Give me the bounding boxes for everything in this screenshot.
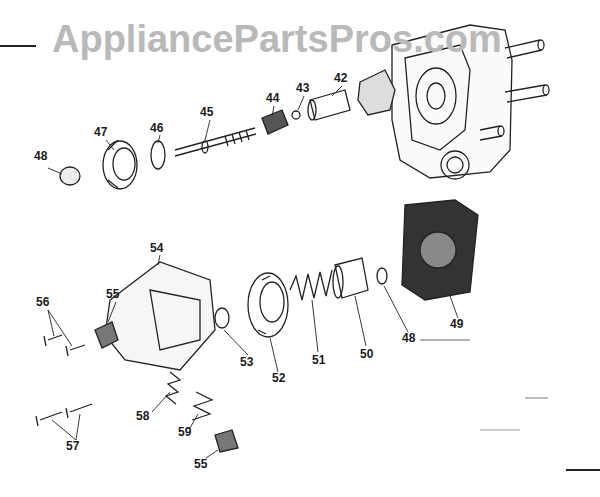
callout-number: 51 [312, 354, 325, 366]
callout-number: 48 [34, 150, 47, 162]
callout-number: 56 [36, 296, 49, 308]
callout-number: 55 [194, 458, 207, 470]
callout-number: 55 [106, 288, 119, 300]
callout-number: 47 [94, 126, 107, 138]
callout-number: 52 [272, 372, 285, 384]
callout-number: 58 [136, 410, 149, 422]
callout-number: 44 [266, 92, 279, 104]
callout-number: 42 [334, 72, 347, 84]
callout-number: 59 [178, 426, 191, 438]
watermark: AppliancePartsPros.com [52, 20, 502, 58]
callout-number: 48 [402, 332, 415, 344]
callout-number: 57 [66, 440, 79, 452]
callout-number: 53 [240, 356, 253, 368]
callout-number: 49 [450, 318, 463, 330]
callout-number: 45 [200, 106, 213, 118]
callout-number: 43 [296, 82, 309, 94]
callout-number: 54 [150, 242, 163, 254]
callout-number: 50 [360, 348, 373, 360]
callout-number: 46 [150, 122, 163, 134]
